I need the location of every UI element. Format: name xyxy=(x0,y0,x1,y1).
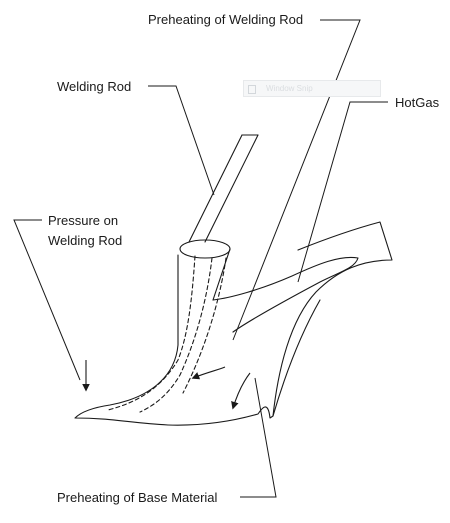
base-material-right-edge xyxy=(273,300,320,416)
bead-dashed-center xyxy=(183,258,226,393)
hot-gas-flow-curve xyxy=(213,257,358,332)
welding-rod-right-edge xyxy=(205,135,258,242)
leader-pressure xyxy=(14,220,80,380)
label-hot-gas: HotGas xyxy=(395,95,440,110)
window-snip-icon xyxy=(248,85,256,94)
rod-right-flank xyxy=(213,249,230,300)
label-welding-rod-2: Welding Rod xyxy=(48,233,123,248)
label-preheating-base-material: Preheating of Base Material xyxy=(57,490,218,505)
window-snip-overlay: Window Snip xyxy=(243,80,381,97)
bead-dashed-left xyxy=(108,256,195,410)
leader-welding-rod xyxy=(148,86,214,195)
base-material-outline xyxy=(75,222,392,425)
rod-cross-section xyxy=(179,239,231,259)
leader-preheating-rod xyxy=(233,20,360,340)
bead-dashed-right xyxy=(140,258,212,412)
leader-preheating-base xyxy=(240,378,276,497)
label-welding-rod: Welding Rod xyxy=(57,79,132,94)
label-pressure-on: Pressure on xyxy=(48,213,119,228)
hot-gas-arrow-left xyxy=(191,367,225,380)
welding-rod-left-edge xyxy=(189,135,242,242)
leader-hot-gas xyxy=(298,102,388,282)
hot-gas-arrow-down xyxy=(231,373,250,410)
window-snip-label: Window Snip xyxy=(266,84,313,93)
label-preheating-welding-rod: Preheating of Welding Rod xyxy=(148,12,304,27)
